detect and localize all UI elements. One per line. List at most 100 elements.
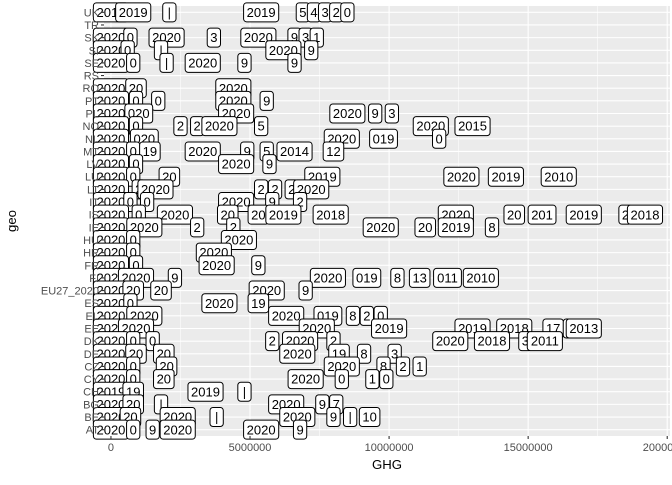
label-text: 9 [171,271,178,286]
label-text: 0 [377,308,384,323]
data-label: | [159,52,174,73]
data-label: 2 [265,331,280,352]
label-text: 0 [130,56,137,71]
label-box [268,305,305,326]
data-label: 20 [153,369,175,390]
y-tick-label: PL [86,109,99,121]
data-label: 2019 [565,204,602,225]
data-label: 9 [145,419,160,440]
data-label: | [162,2,177,23]
label-text: 3 [321,5,328,20]
label-box [237,52,252,73]
data-label: 2019 [265,204,302,225]
data-label: 8 [356,343,372,364]
data-label: 2 [395,356,411,377]
label-box [362,217,399,238]
label-text: 2 [194,220,201,235]
label-text: 9 [241,56,248,71]
label-box [343,407,358,428]
label-box [218,154,255,175]
y-tick-label: LT [87,184,99,196]
x-axis: 05000000100000001500000020000000 [108,436,672,454]
label-box [356,343,372,364]
label-box [153,369,175,390]
label-text: 2019 [491,169,520,184]
label-text: 20 [418,220,432,235]
data-label: 2018 [473,331,511,352]
label-box [345,305,361,326]
data-label: 12 [322,141,345,162]
label-box [312,204,349,225]
label-box [484,217,500,238]
label-text: 2010 [544,169,573,184]
label-text: 1 [369,372,376,387]
label-box [326,407,341,428]
label-box [443,166,480,187]
label-text: 2 [271,182,278,197]
data-label: 3 [384,103,400,124]
data-label: 2014 [276,141,313,162]
label-box [151,90,166,111]
label-text: 019 [356,271,378,286]
label-text: 9 [372,106,379,121]
label-text: 2019 [119,5,148,20]
label-text: 4 [310,5,317,20]
label-text: 7 [333,397,340,412]
label-box [565,318,602,339]
label-box [309,267,346,288]
label-text: 0 [383,372,390,387]
label-text: 2018 [631,207,660,222]
data-label: 20 [247,204,270,225]
label-box [412,356,427,377]
label-box [369,128,398,149]
label-box [329,103,366,124]
label-text: 20 [251,207,265,222]
y-tick-label: LV [86,159,99,171]
label-box [201,293,238,314]
label-text: 8 [380,359,387,374]
label-box [187,381,224,402]
label-box [379,369,394,390]
label-box [395,356,411,377]
label-box [209,407,224,428]
label-text: 2020 [436,334,465,349]
label-text: 0 [130,245,137,260]
label-text: 20 [154,283,168,298]
label-text: 5 [258,119,265,134]
label-text: | [165,56,168,71]
data-label: 2018 [312,204,349,225]
label-box [371,318,408,339]
y-tick-label: BG [83,399,99,411]
label-box [437,217,474,238]
label-text: 0 [143,195,150,210]
y-tick-label: SK [84,33,99,45]
label-text: 9 [319,397,326,412]
y-tick-label: UK [84,7,100,19]
label-text: 3 [210,30,217,45]
label-box [384,103,400,124]
label-box [237,381,252,402]
y-tick-label: EU27_2020 [41,286,99,298]
label-text: 2 [269,334,276,349]
data-label: 2020 [184,141,221,162]
label-text: 2 [363,308,370,323]
data-label: 2020 [309,267,346,288]
label-text: 1 [313,30,320,45]
label-text: 2020 [333,106,362,121]
label-text: 9 [269,195,276,210]
data-label: 2020 [329,103,366,124]
data-label: 13 [408,267,431,288]
data-label: 2 [173,116,188,137]
data-label: 8 [484,217,500,238]
data-label: 2019 [243,2,280,23]
label-box [162,2,177,23]
data-label: 2019 [115,2,152,23]
y-tick-label: CH [83,387,99,399]
label-text: 0 [130,422,137,437]
label-text: 0 [338,372,345,387]
label-box [173,116,188,137]
label-box [292,419,308,440]
label-text: 2 [333,5,340,20]
label-text: 0 [149,334,156,349]
